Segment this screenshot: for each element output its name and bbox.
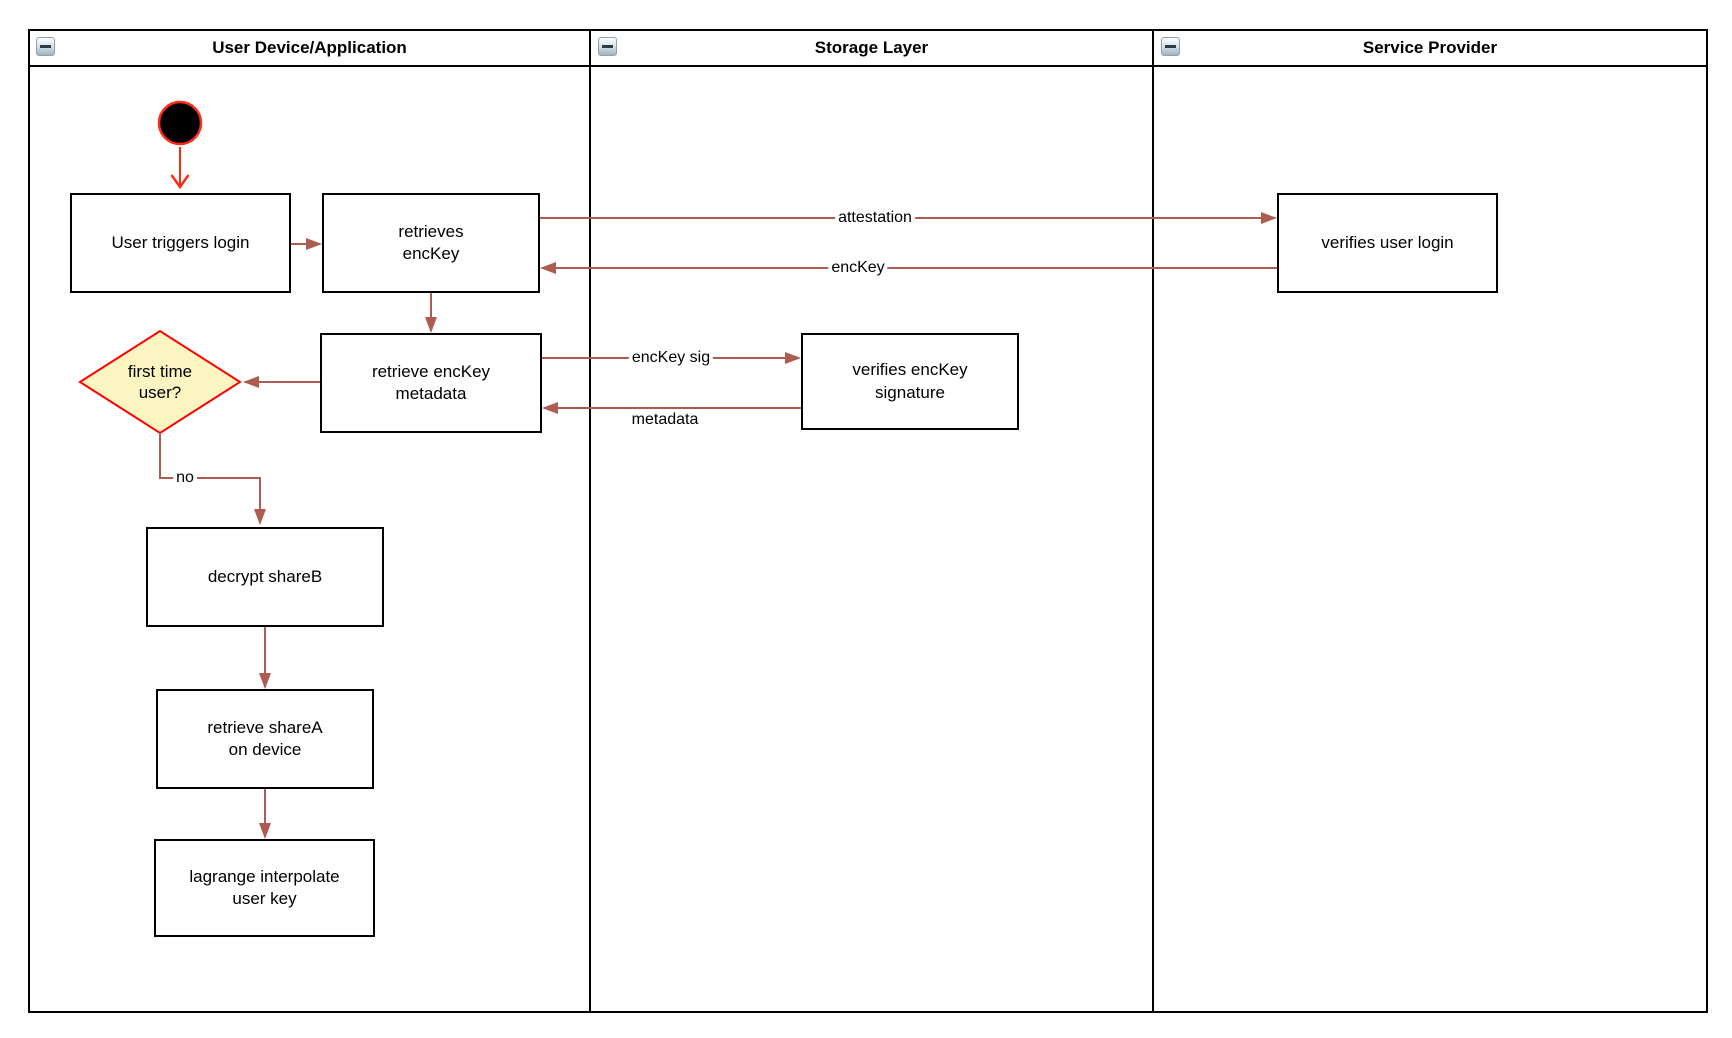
node-retrieve-enckey-metadata[interactable]: retrieve encKey metadata <box>320 333 542 433</box>
edge-label-enckey-sig: encKey sig <box>628 349 714 367</box>
minus-glyph <box>40 45 51 48</box>
lane-title-service-provider: Service Provider <box>1362 38 1498 57</box>
node-verifies-enckey-signature[interactable]: verifies encKey signature <box>801 333 1019 430</box>
lane-divider-1 <box>589 29 591 1013</box>
decision-diamond[interactable] <box>78 329 242 435</box>
lane-title-storage-layer: Storage Layer <box>814 38 929 57</box>
lane-title-user-device: User Device/Application <box>212 38 407 57</box>
minus-glyph <box>602 45 613 48</box>
lane-divider-2 <box>1152 29 1154 1013</box>
collapse-minus-icon[interactable] <box>598 37 617 56</box>
start-node[interactable] <box>157 100 203 146</box>
lane-header-separator <box>28 65 1708 67</box>
node-lagrange-interpolate[interactable]: lagrange interpolate user key <box>154 839 375 937</box>
collapse-minus-icon[interactable] <box>1161 37 1180 56</box>
node-user-triggers-login[interactable]: User triggers login <box>70 193 291 293</box>
edge-start-arrowhead <box>170 174 190 190</box>
edge-label-metadata: metadata <box>628 411 702 429</box>
minus-glyph <box>1165 45 1176 48</box>
edge-label-attestation: attestation <box>835 209 915 227</box>
node-verifies-user-login[interactable]: verifies user login <box>1277 193 1498 293</box>
diagram-frame <box>28 29 1708 1013</box>
node-decrypt-shareb[interactable]: decrypt shareB <box>146 527 384 627</box>
node-retrieves-enckey[interactable]: retrieves encKey <box>322 193 540 293</box>
decision-label: first time user? <box>127 361 193 402</box>
edge-label-enckey: encKey <box>828 259 888 277</box>
edge-label-no: no <box>173 469 197 487</box>
node-retrieve-sharea[interactable]: retrieve shareA on device <box>156 689 374 789</box>
edge-no-branch <box>159 433 266 525</box>
collapse-minus-icon[interactable] <box>36 37 55 56</box>
